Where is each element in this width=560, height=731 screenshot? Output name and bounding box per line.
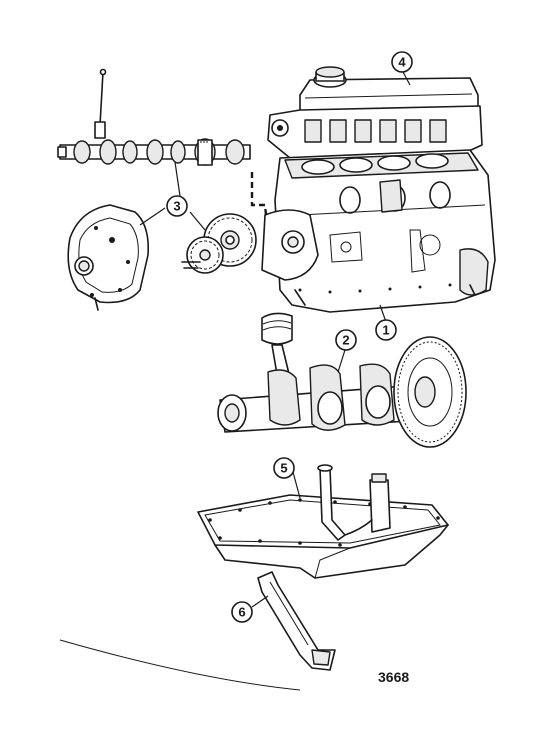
callout-label: 4 xyxy=(398,55,406,70)
callout-label: 3 xyxy=(173,199,180,214)
callout-4: 4 xyxy=(391,51,413,73)
callout-label: 5 xyxy=(280,461,287,476)
oil-pan xyxy=(197,464,449,579)
flywheel xyxy=(393,336,467,448)
camshaft xyxy=(57,138,251,166)
callout-label: 2 xyxy=(342,333,349,348)
callout-label: 6 xyxy=(238,605,245,620)
callout-3: 3 xyxy=(166,195,188,217)
callout-5: 5 xyxy=(273,457,295,479)
engine-block xyxy=(261,149,496,313)
callout-1: 1 xyxy=(375,319,397,341)
page-edge xyxy=(59,639,301,691)
support-bracket xyxy=(257,571,336,671)
callout-label: 1 xyxy=(382,323,389,338)
leader-lines xyxy=(139,71,411,608)
reference-number: 3668 xyxy=(378,669,409,685)
crankshaft xyxy=(217,363,426,433)
callout-2: 2 xyxy=(335,329,357,351)
callout-6: 6 xyxy=(231,601,253,623)
timing-cover xyxy=(67,204,150,311)
cylinder-head xyxy=(267,105,483,159)
pushrod xyxy=(94,68,107,139)
timing-gears xyxy=(181,213,257,274)
